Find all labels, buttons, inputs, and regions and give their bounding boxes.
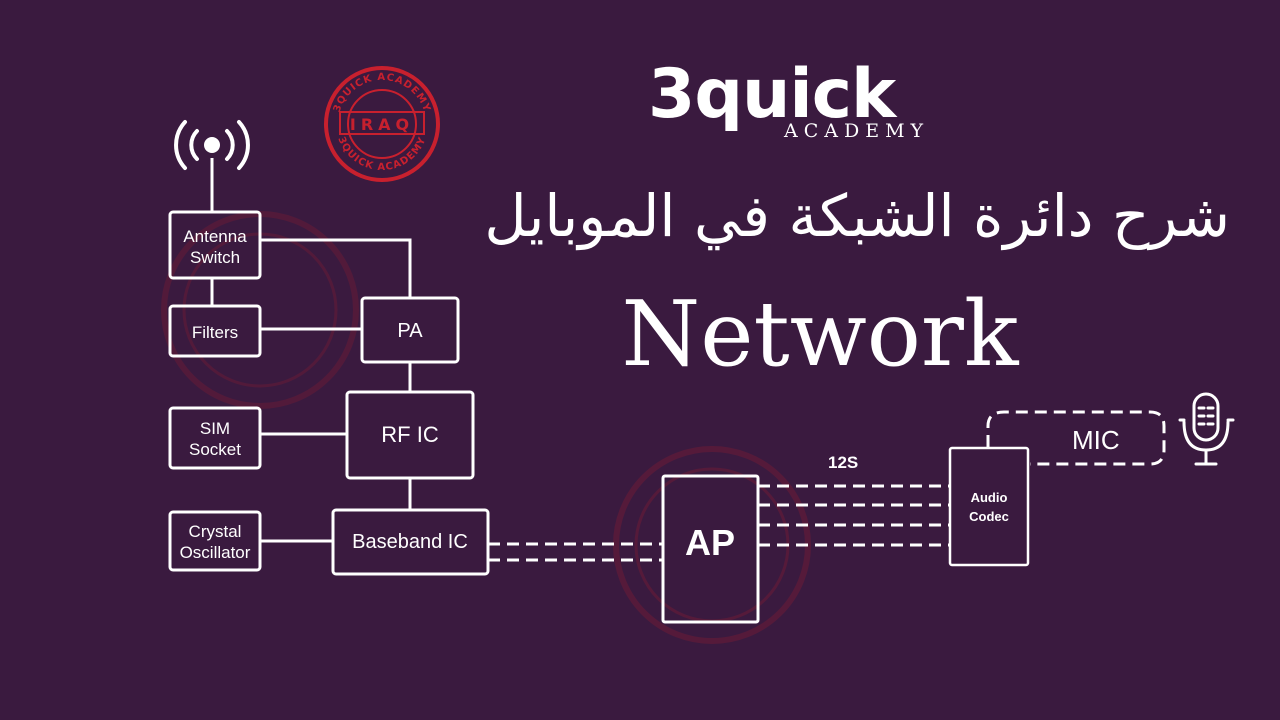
brand-name: 3quick bbox=[648, 55, 896, 134]
block-crystal-oscillator: Crystal Oscillator bbox=[168, 510, 262, 572]
block-label: SIM bbox=[200, 419, 230, 438]
block-label: Filters bbox=[192, 323, 238, 342]
block-audio-codec: Audio Codec bbox=[948, 446, 1030, 567]
block-baseband-ic: Baseband IC bbox=[331, 508, 490, 576]
block-label: Audio bbox=[971, 490, 1008, 505]
block-label: Crystal bbox=[189, 522, 242, 541]
block-rf-ic: RF IC bbox=[345, 390, 475, 480]
microphone-icon bbox=[1178, 392, 1235, 466]
block-label: Baseband IC bbox=[352, 531, 468, 553]
antenna-icon bbox=[174, 120, 250, 170]
page-title-english: Network bbox=[621, 282, 1019, 387]
solid-connectors bbox=[210, 158, 412, 543]
block-label: Switch bbox=[190, 248, 240, 267]
dashed-connectors bbox=[488, 410, 1166, 562]
block-label: Codec bbox=[969, 509, 1009, 524]
page-title-arabic: شرح دائرة الشبكة في الموبايل bbox=[484, 182, 1230, 250]
bus-label: 12S bbox=[828, 453, 858, 472]
brand-logo: 3quick ACADEMY bbox=[648, 58, 948, 148]
brand-subtitle: ACADEMY bbox=[784, 120, 930, 142]
block-filters: Filters bbox=[168, 304, 262, 358]
block-antenna-switch: Antenna Switch bbox=[168, 210, 262, 280]
block-sim-socket: SIM Socket bbox=[168, 406, 262, 470]
block-ap: AP bbox=[661, 474, 760, 624]
block-label: PA bbox=[397, 320, 423, 342]
block-label: RF IC bbox=[381, 422, 439, 447]
stamp-center-text: IRAQ bbox=[350, 115, 414, 134]
mic-label: MIC bbox=[1072, 425, 1120, 455]
block-label: Socket bbox=[189, 440, 241, 459]
block-label: Antenna bbox=[183, 227, 247, 246]
block-pa: PA bbox=[360, 296, 460, 364]
block-label: Oscillator bbox=[180, 543, 251, 562]
stamp-logo: 3QUICK ACADEMY 3QUICK ACADEMY IRAQ bbox=[324, 66, 440, 182]
block-label: AP bbox=[685, 522, 735, 563]
